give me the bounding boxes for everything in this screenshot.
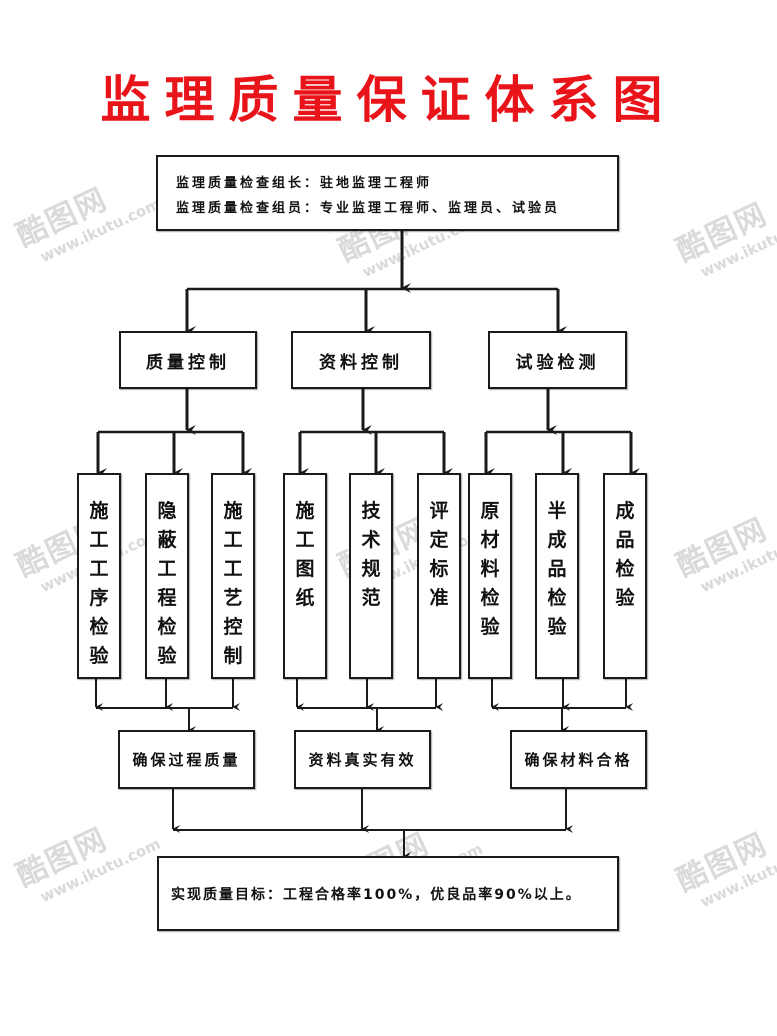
vertical-char: 艺 bbox=[223, 587, 243, 609]
vertical-char: 控 bbox=[223, 616, 243, 638]
vertical-char: 检 bbox=[547, 587, 567, 609]
quality-goal-text: 实现质量目标：工程合格率100%，优良品率90%以上。 bbox=[171, 886, 582, 903]
vertical-char: 图 bbox=[295, 558, 315, 580]
vertical-char: 检 bbox=[480, 587, 500, 609]
vertical-char: 验 bbox=[157, 645, 177, 667]
vertical-char: 序 bbox=[89, 587, 109, 609]
vertical-char: 检 bbox=[89, 616, 109, 638]
vertical-char: 料 bbox=[480, 558, 500, 580]
technical-specs-box: 技术规范 bbox=[349, 473, 393, 679]
team-members-line: 监理质量检查组员：专业监理工程师、监理员、试验员 bbox=[176, 201, 561, 216]
inspection-team-box: 监理质量检查组长：驻地监理工程师 监理质量检查组员：专业监理工程师、监理员、试验… bbox=[156, 155, 619, 231]
evaluation-standards-box: 评定标准 bbox=[417, 473, 461, 679]
process-inspection-box: 施工工序检验 bbox=[77, 473, 121, 679]
vertical-char: 工 bbox=[89, 529, 109, 551]
construction-technique-box: 施工工艺控制 bbox=[211, 473, 255, 679]
vertical-char: 标 bbox=[429, 558, 449, 580]
vertical-char: 品 bbox=[547, 558, 567, 580]
quality-control-box: 质量控制 bbox=[119, 331, 257, 389]
vertical-char: 工 bbox=[295, 529, 315, 551]
vertical-char: 规 bbox=[361, 558, 381, 580]
vertical-char: 材 bbox=[480, 529, 500, 551]
vertical-char: 检 bbox=[615, 558, 635, 580]
vertical-char: 评 bbox=[429, 500, 449, 522]
finished-product-inspection-box: 成品检验 bbox=[603, 473, 647, 679]
vertical-char: 验 bbox=[89, 645, 109, 667]
vertical-char: 制 bbox=[223, 645, 243, 667]
vertical-char: 工 bbox=[223, 558, 243, 580]
vertical-char: 范 bbox=[361, 587, 381, 609]
vertical-char: 技 bbox=[361, 500, 381, 522]
vertical-char: 程 bbox=[157, 587, 177, 609]
diagram-title: 监理质量保证体系图 bbox=[100, 70, 677, 129]
vertical-char: 原 bbox=[480, 500, 500, 522]
vertical-char: 工 bbox=[157, 558, 177, 580]
vertical-char: 隐 bbox=[157, 500, 177, 522]
vertical-char: 施 bbox=[295, 500, 315, 522]
vertical-char: 准 bbox=[429, 587, 449, 609]
documents-valid-box: 资料真实有效 bbox=[294, 730, 431, 789]
vertical-char: 定 bbox=[429, 529, 449, 551]
vertical-char: 验 bbox=[480, 616, 500, 638]
construction-drawings-box: 施工图纸 bbox=[283, 473, 327, 679]
vertical-char: 成 bbox=[615, 500, 635, 522]
raw-material-inspection-box: 原材料检验 bbox=[468, 473, 512, 679]
vertical-char: 工 bbox=[89, 558, 109, 580]
team-leader-line: 监理质量检查组长：驻地监理工程师 bbox=[176, 176, 433, 191]
vertical-char: 纸 bbox=[295, 587, 315, 609]
vertical-char: 验 bbox=[615, 587, 635, 609]
vertical-char: 蔽 bbox=[157, 529, 177, 551]
vertical-char: 施 bbox=[223, 500, 243, 522]
semi-finished-inspection-box: 半成品检验 bbox=[535, 473, 579, 679]
materials-qualified-box: 确保材料合格 bbox=[510, 730, 647, 789]
quality-goal-box: 实现质量目标：工程合格率100%，优良品率90%以上。 bbox=[157, 856, 619, 931]
vertical-char: 检 bbox=[157, 616, 177, 638]
document-control-box: 资料控制 bbox=[291, 331, 431, 389]
vertical-char: 工 bbox=[223, 529, 243, 551]
vertical-char: 施 bbox=[89, 500, 109, 522]
vertical-char: 品 bbox=[615, 529, 635, 551]
vertical-char: 验 bbox=[547, 616, 567, 638]
vertical-char: 成 bbox=[547, 529, 567, 551]
concealed-work-inspection-box: 隐蔽工程检验 bbox=[145, 473, 189, 679]
vertical-char: 半 bbox=[547, 500, 567, 522]
vertical-char: 术 bbox=[361, 529, 381, 551]
testing-inspection-box: 试验检测 bbox=[488, 331, 627, 389]
process-quality-box: 确保过程质量 bbox=[118, 730, 255, 789]
